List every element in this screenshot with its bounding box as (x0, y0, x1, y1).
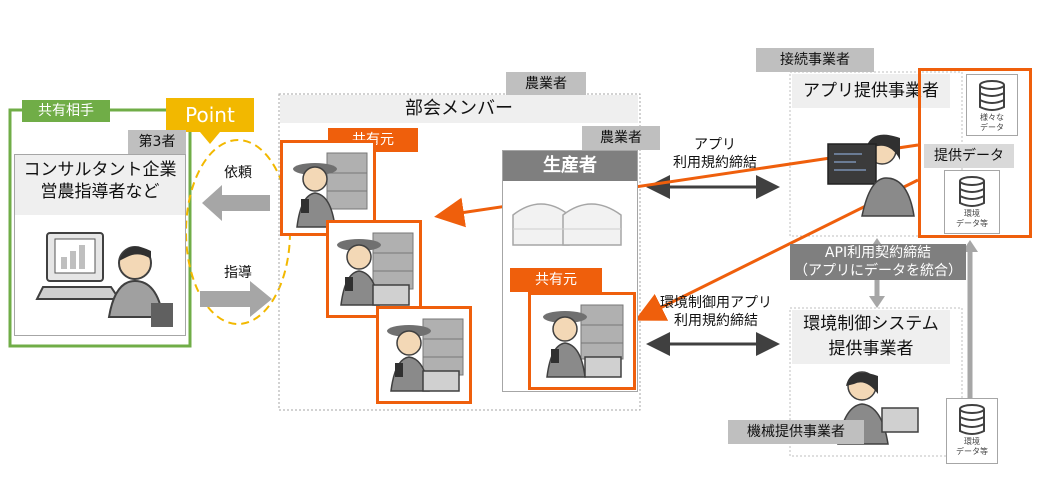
farmer-tag-inner: 農業者 (582, 126, 660, 150)
env-terms-line-1: 環境制御用アプリ (660, 295, 772, 311)
env-data-bottom-line-2: データ等 (956, 447, 988, 456)
app-terms-label: アプリ 利用規約締結 (650, 136, 780, 172)
consultant-line-2: 営農指導者など (40, 182, 160, 202)
env-data-top-label: 環境 データ等 (945, 209, 999, 229)
api-label: API利用契約締結 （アプリにデータを統合） (790, 244, 966, 280)
group-title-bar: 部会メンバー (280, 95, 638, 123)
greenhouse-illustration (512, 203, 622, 246)
machine-provider-tag: 機械提供事業者 (728, 420, 864, 444)
third-party-tag: 第3者 (128, 130, 186, 154)
env-provider-boundary (789, 307, 963, 457)
farmer-illustration-2 (337, 232, 414, 306)
guidance-arrow (200, 281, 272, 317)
provided-data-frame (918, 68, 1032, 238)
consultant-line-1: コンサルタント企業 (23, 160, 177, 180)
point-callout-pointer (200, 132, 220, 144)
env-data-bottom-label: 環境 データ等 (947, 437, 997, 457)
env-data-top-line-2: データ等 (956, 219, 988, 228)
provided-data-tag: 提供データ (924, 144, 1014, 168)
env-system-line-2: 提供事業者 (828, 339, 914, 359)
farmer-tag-top: 農業者 (506, 72, 586, 96)
env-terms-line-2: 利用規約締結 (674, 313, 758, 329)
env-data-db-bottom: 環境 データ等 (946, 398, 998, 464)
consultant-panel: コンサルタント企業 営農指導者など (14, 154, 186, 336)
app-provider-title: アプリ提供事業者 (792, 74, 950, 108)
env-system-line-1: 環境制御システム (803, 314, 939, 334)
farmer-card-2 (326, 220, 422, 318)
farmer-illustration-3 (387, 318, 464, 392)
env-data-db-top: 環境 データ等 (944, 170, 1000, 234)
app-terms-line-1: アプリ (694, 137, 736, 153)
point-callout: Point (166, 98, 254, 132)
app-provider-illustration (827, 134, 915, 217)
app-terms-line-2: 利用規約締結 (673, 155, 757, 171)
producer-farmer-card (528, 292, 636, 390)
env-terms-label: 環境制御用アプリ 利用規約締結 (646, 294, 786, 330)
producer-title: 生産者 (503, 151, 637, 181)
consultant-header: コンサルタント企業 営農指導者など (15, 155, 185, 215)
group-boundary (278, 93, 641, 411)
various-data-line-2: データ (980, 123, 1004, 132)
share-source-tag-b: 共有元 (510, 268, 602, 292)
various-data-line-1: 様々な (980, 113, 1004, 122)
database-icon (959, 404, 985, 435)
api-label-line-2: （アプリにデータを統合） (794, 263, 962, 279)
api-label-line-1: API利用契約締結 (824, 245, 932, 261)
connector-tag: 接続事業者 (756, 48, 874, 72)
partner-tag: 共有相手 (22, 100, 110, 122)
guidance-label: 指導 (224, 265, 252, 281)
consultant-illustration (35, 232, 173, 327)
farmer-illustration-1 (293, 152, 368, 228)
env-data-bottom-line-1: 環境 (964, 437, 980, 446)
env-data-top-line-1: 環境 (964, 209, 980, 218)
database-icon (959, 176, 985, 207)
various-data-label: 様々な データ (967, 113, 1017, 133)
farmer-card-3 (376, 306, 472, 404)
various-data-db: 様々な データ (966, 74, 1018, 136)
database-icon (979, 80, 1005, 111)
request-label: 依頼 (224, 165, 252, 181)
env-system-title: 環境制御システム 提供事業者 (792, 310, 950, 364)
request-arrow (202, 185, 270, 221)
producer-farmer-illustration (543, 304, 624, 378)
